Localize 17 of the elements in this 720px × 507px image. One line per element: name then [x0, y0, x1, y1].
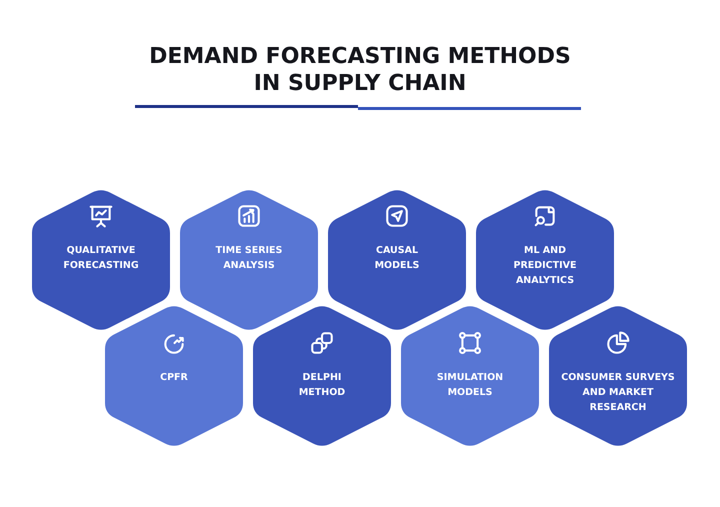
method-label: DELPHI METHOD [298, 371, 346, 400]
method-label: CAUSAL MODELS [374, 244, 420, 273]
hexagon-tile [401, 304, 539, 448]
hexagon-tile [105, 304, 243, 448]
method-label: QUALITATIVE FORECASTING [62, 244, 140, 273]
hexagon-tile [328, 188, 466, 332]
hexagon-tile [32, 188, 170, 332]
hexagon-tile [253, 304, 391, 448]
diagram-title: DEMAND FORECASTING METHODS IN SUPPLY CHAIN [148, 43, 572, 97]
hexagon-tile [476, 188, 614, 332]
hexagon-tile [180, 188, 318, 332]
hexagon-tile [549, 304, 687, 448]
method-label: CPFR [159, 371, 189, 385]
method-label: TIME SERIES ANALYSIS [214, 244, 284, 273]
method-label: SIMULATION MODELS [436, 371, 504, 400]
method-label: CONSUMER SURVEYS AND MARKET RESEARCH [560, 371, 676, 415]
method-label: ML AND PREDICTIVE ANALYTICS [512, 244, 578, 288]
